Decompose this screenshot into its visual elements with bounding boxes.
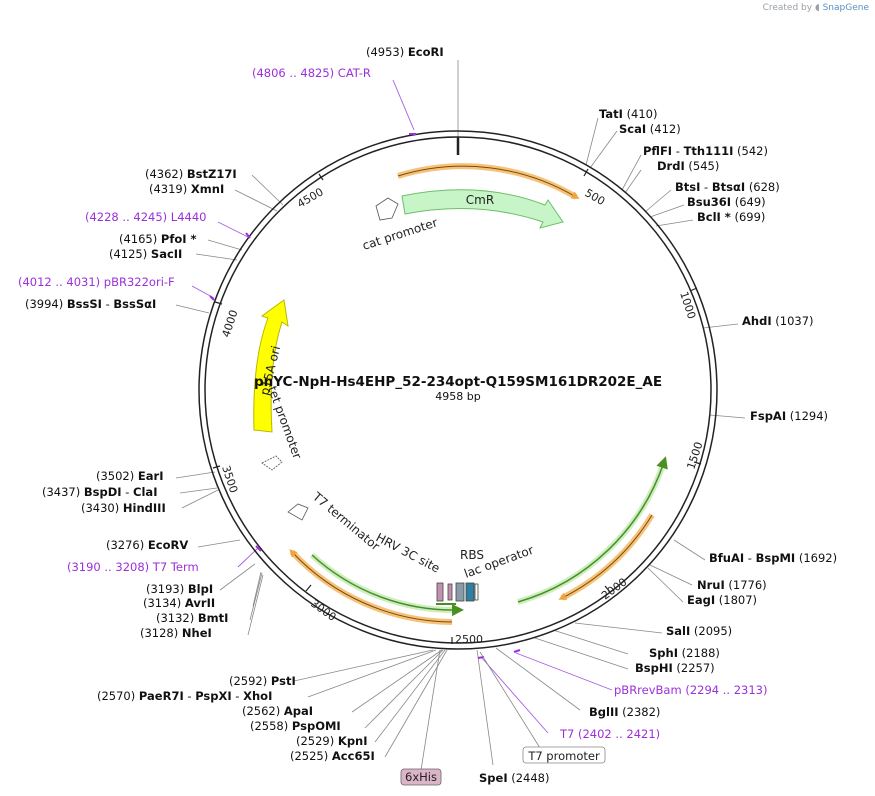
tick-label-2500: 2500	[455, 633, 483, 646]
primer-l4440: (4228 .. 4245) L4440	[85, 210, 206, 224]
site-bstz17i: (4362) BstZ17I	[145, 167, 237, 181]
site-bmti: (3132) BmtI	[156, 611, 228, 625]
site-tati: TatI (410)	[599, 107, 658, 121]
tick-label-3000: 3000	[308, 597, 338, 624]
cat-promoter-label: cat promoter	[361, 215, 440, 252]
t7-promoter-box	[522, 746, 606, 764]
site-blpi: (3193) BlpI	[146, 582, 213, 596]
site-bcli: BclI * (699)	[697, 210, 765, 224]
cat-promoter-icon	[375, 197, 399, 221]
site-eagi: EagI (1807)	[687, 593, 757, 607]
orange-feature-right-line	[558, 514, 653, 600]
site-nrui: NruI (1776)	[697, 578, 767, 592]
plasmid-name: pnYC-NpH-Hs4EHP_52-234opt-Q159SM161DR202…	[254, 374, 662, 390]
t7-terminator-icon	[287, 503, 309, 521]
mcs-feature-block	[436, 582, 479, 605]
site-hindiii: (3430) HindIII	[81, 501, 166, 515]
site-bspdi: (3437) BspDI - ClaI	[42, 485, 157, 499]
site-bglii: BglII (2382)	[589, 705, 660, 719]
green-feature-right-line	[517, 456, 668, 603]
site-bsphi: BspHI (2257)	[635, 661, 715, 675]
primer-t7: T7 (2402 .. 2421)	[559, 727, 660, 741]
orange-feature-bottom-line	[289, 549, 453, 623]
site-scai: ScaI (412)	[619, 122, 681, 136]
tick-label-3500: 3500	[219, 464, 240, 495]
site-sphi: SphI (2188)	[649, 646, 720, 660]
site-pfoi: (4165) PfoI *	[119, 232, 197, 246]
site-spei: SpeI (2448)	[479, 771, 550, 785]
hrv-3c-label: HRV 3C site	[374, 530, 443, 575]
leader-lines	[175, 60, 746, 766]
t7-promoter-label: T7 promoter	[527, 749, 600, 763]
site-avrii: (3134) AvrII	[143, 596, 215, 610]
his-tag-box	[400, 768, 442, 786]
site-bfuai: BfuAI - BspMI (1692)	[709, 551, 837, 565]
cmr-label: CmR	[466, 193, 494, 207]
site-bsu36i: Bsu36I (649)	[687, 195, 766, 209]
site-sali: SalI (2095)	[666, 624, 732, 638]
site-ecori: (4953) EcoRI	[366, 45, 444, 59]
cmr-feature	[401, 189, 564, 229]
tick-label-1000: 1000	[677, 290, 698, 321]
site-pflfi: PflFI - Tth111I (542)	[643, 144, 768, 158]
scale-ticks	[212, 168, 702, 644]
rbs-label: RBS	[460, 548, 484, 562]
site-sacii: (4125) SacII	[109, 247, 182, 261]
site-btsi: BtsI - BtsαI (628)	[675, 180, 780, 194]
primer-cat-r: (4806 .. 4825) CAT-R	[252, 66, 371, 80]
site-pspomi: (2558) PspOMI	[250, 719, 341, 733]
site-nhei: (3128) NheI	[140, 626, 212, 640]
tick-label-500: 500	[583, 186, 608, 208]
site-labels: (4953) EcoRI TatI (410) ScaI (412) PflFI…	[25, 45, 837, 785]
scale-labels: 500 1000 1500 2000 2500 3000 3500 4000 4…	[219, 185, 705, 646]
green-feature-bottom-line	[311, 554, 464, 617]
tick-label-4500: 4500	[295, 185, 326, 210]
site-ecorv: (3276) EcoRV	[106, 538, 188, 552]
site-apai: (2562) ApaI	[242, 704, 313, 718]
credit-brand: SnapGene	[822, 3, 869, 13]
site-ahdi: AhdI (1037)	[742, 314, 814, 328]
orange-feature-top-line	[397, 165, 580, 200]
tet-promoter-icon	[261, 455, 283, 471]
site-drdi: DrdI (545)	[657, 159, 719, 173]
site-fspai: FspAI (1294)	[750, 409, 828, 423]
site-xmni: (4319) XmnI	[149, 182, 224, 196]
plasmid-size: 4958 bp	[435, 390, 480, 403]
primer-pbrrevbam: pBRrevBam (2294 .. 2313)	[614, 683, 767, 697]
t7-promoter-leader	[479, 651, 541, 749]
p15a-ori-feature	[253, 299, 289, 433]
credit-prefix: Created by	[762, 3, 813, 13]
site-bsssi: (3994) BssSI - BssSαI	[25, 297, 156, 311]
primer-pbr322ori-f: (4012 .. 4031) pBR322ori-F	[18, 275, 175, 289]
snapgene-credit: Created by ◖ SnapGene	[763, 3, 869, 13]
his-leader	[420, 649, 441, 771]
tick-label-4000: 4000	[219, 308, 240, 339]
site-paer7i: (2570) PaeR7I - PspXI - XhoI	[97, 689, 272, 703]
site-acc65i: (2525) Acc65I	[290, 749, 375, 763]
backbone-outer	[198, 130, 718, 650]
site-kpni: (2529) KpnI	[296, 734, 368, 748]
his-tag-label: 6xHis	[405, 770, 437, 784]
snapgene-logo-icon: ◖	[814, 3, 820, 13]
site-eari: (3502) EarI	[96, 469, 163, 483]
primer-t7-term: (3190 .. 3208) T7 Term	[67, 560, 199, 574]
site-psti: (2592) PstI	[229, 674, 296, 688]
primer-labels: (4806 .. 4825) CAT-R (4228 .. 4245) L444…	[18, 66, 767, 741]
t7-terminator-label: T7 terminator	[309, 489, 382, 553]
